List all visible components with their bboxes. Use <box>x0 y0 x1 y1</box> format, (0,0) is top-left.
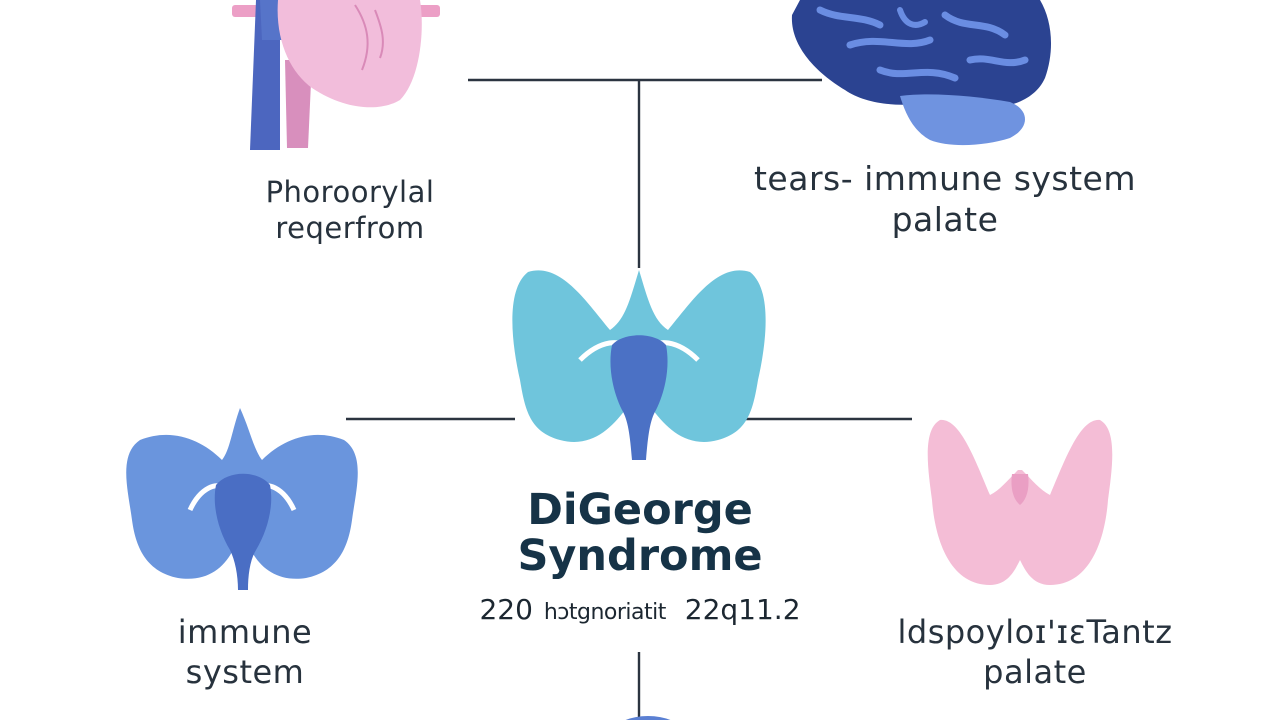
immune-node-label-line2: system <box>185 653 305 691</box>
heart-node-label: Phoroorylal reqerfrom <box>230 174 470 247</box>
thymus-center-icon <box>512 270 766 460</box>
connector-lines <box>346 78 912 720</box>
thymus-left-icon <box>126 408 358 590</box>
subtitle-left: 220 <box>479 593 533 626</box>
diagram-title: DiGeorge Syndrome <box>440 487 840 580</box>
brain-node-label-line2: palate <box>891 200 999 240</box>
palate-node-label: ldspoyloɪ'ɪɛTantz palate <box>860 612 1210 692</box>
bottom-node-icon <box>625 716 671 720</box>
subtitle-right: 22q11.2 <box>684 593 801 626</box>
thymus-pink-icon <box>927 419 1113 585</box>
subtitle-middle: hɔtgnoriatit <box>543 600 667 625</box>
immune-node-label-line1: immune <box>177 613 313 651</box>
heart-node-label-line1: Phoroorylal <box>265 175 435 209</box>
heart-node-label-line2: reqerfrom <box>275 211 425 246</box>
diagram-title-line2: Syndrome <box>517 531 763 582</box>
heart-icon <box>232 0 440 150</box>
diagram-title-line1: DiGeorge <box>527 485 753 535</box>
diagram-subtitle: 220 hɔtgnoriatit 22q11.2 <box>430 593 850 626</box>
palate-node-label-line2: palate <box>983 653 1087 691</box>
brain-icon <box>791 0 1052 146</box>
palate-node-label-line1: ldspoyloɪ'ɪɛTantz <box>897 613 1173 651</box>
brain-node-label-line1: tears- immune system <box>753 159 1136 198</box>
brain-node-label: tears- immune system palate <box>720 158 1170 241</box>
immune-node-label: immune system <box>115 612 375 692</box>
